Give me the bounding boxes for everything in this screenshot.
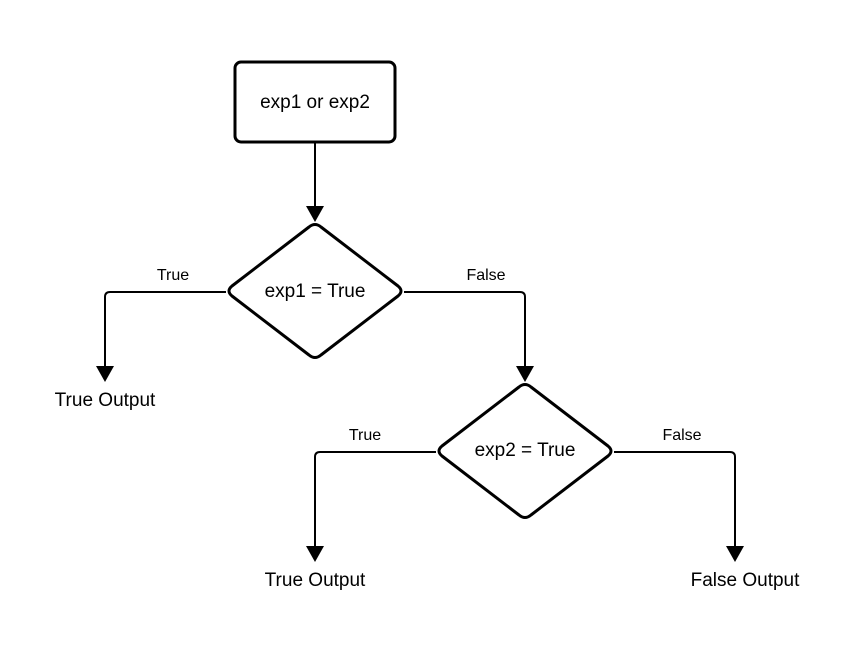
- true-output-2-label: True Output: [265, 570, 366, 591]
- decision2-node: exp2 = True: [437, 383, 613, 519]
- decision2-false-branch: False: [614, 427, 744, 562]
- arrowhead: [726, 546, 744, 562]
- decision1-diamond: [227, 223, 403, 359]
- decision1-false-label: False: [466, 267, 505, 284]
- decision1-node: exp1 = True: [227, 223, 403, 359]
- arrowhead: [306, 206, 324, 222]
- decision2-label: exp2 = True: [475, 440, 576, 461]
- decision2-diamond: [437, 383, 613, 519]
- decision1-true-line: [104, 291, 226, 367]
- decision1-label: exp1 = True: [265, 281, 366, 302]
- arrowhead: [96, 366, 114, 382]
- decision2-true-line: [314, 451, 436, 547]
- true-output-1-label: True Output: [55, 390, 156, 411]
- decision2-true-label: True: [349, 427, 381, 444]
- arrowhead: [306, 546, 324, 562]
- decision1-true-label: True: [157, 267, 189, 284]
- start-node: exp1 or exp2: [233, 60, 397, 144]
- decision2-false-label: False: [662, 427, 701, 444]
- arrowhead: [516, 366, 534, 382]
- decision2-false-line: [614, 451, 736, 547]
- decision2-true-branch: True: [306, 427, 436, 562]
- connector-start-to-decision1: [306, 142, 324, 222]
- start-label: exp1 or exp2: [260, 92, 370, 113]
- decision1-false-branch: False: [404, 267, 534, 382]
- false-output-label: False Output: [691, 570, 800, 591]
- decision1-false-line: [404, 291, 526, 367]
- decision1-true-branch: True: [96, 267, 226, 382]
